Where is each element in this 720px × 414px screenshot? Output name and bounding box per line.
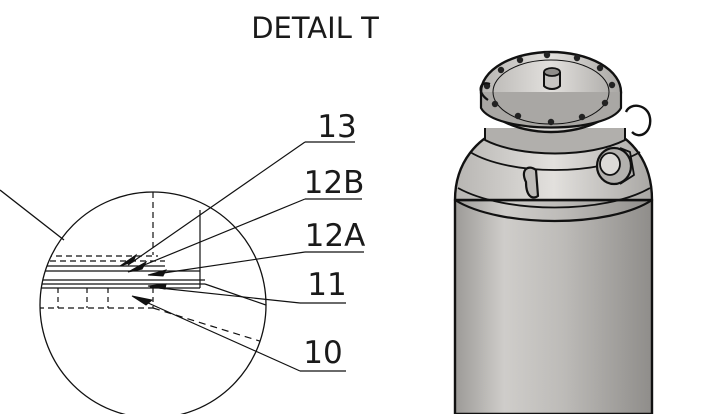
arrowhead-12b: [127, 260, 148, 273]
detail-section-lines: [40, 192, 266, 344]
side-nozzle: [595, 146, 635, 186]
leader-lines: [127, 141, 364, 372]
callout-11: 11: [307, 267, 346, 303]
arrowheads: [119, 253, 167, 306]
arrowhead-11: [147, 283, 167, 290]
vessel-body: [453, 198, 654, 414]
lid-bolts: [483, 51, 616, 126]
callout-12a: 12A: [305, 218, 366, 254]
callout-12b: 12B: [304, 165, 365, 201]
callout-10: 10: [303, 335, 342, 371]
left-handle: [522, 166, 540, 199]
callout-13: 13: [317, 109, 356, 145]
arrowhead-12a: [147, 269, 167, 277]
vessel-view: [453, 50, 654, 414]
arrowhead-13: [119, 253, 138, 267]
right-handle: [624, 104, 652, 137]
detail-circle: [0, 189, 267, 414]
detail-title: DETAIL T: [251, 11, 379, 45]
arrowhead-10: [131, 295, 154, 306]
